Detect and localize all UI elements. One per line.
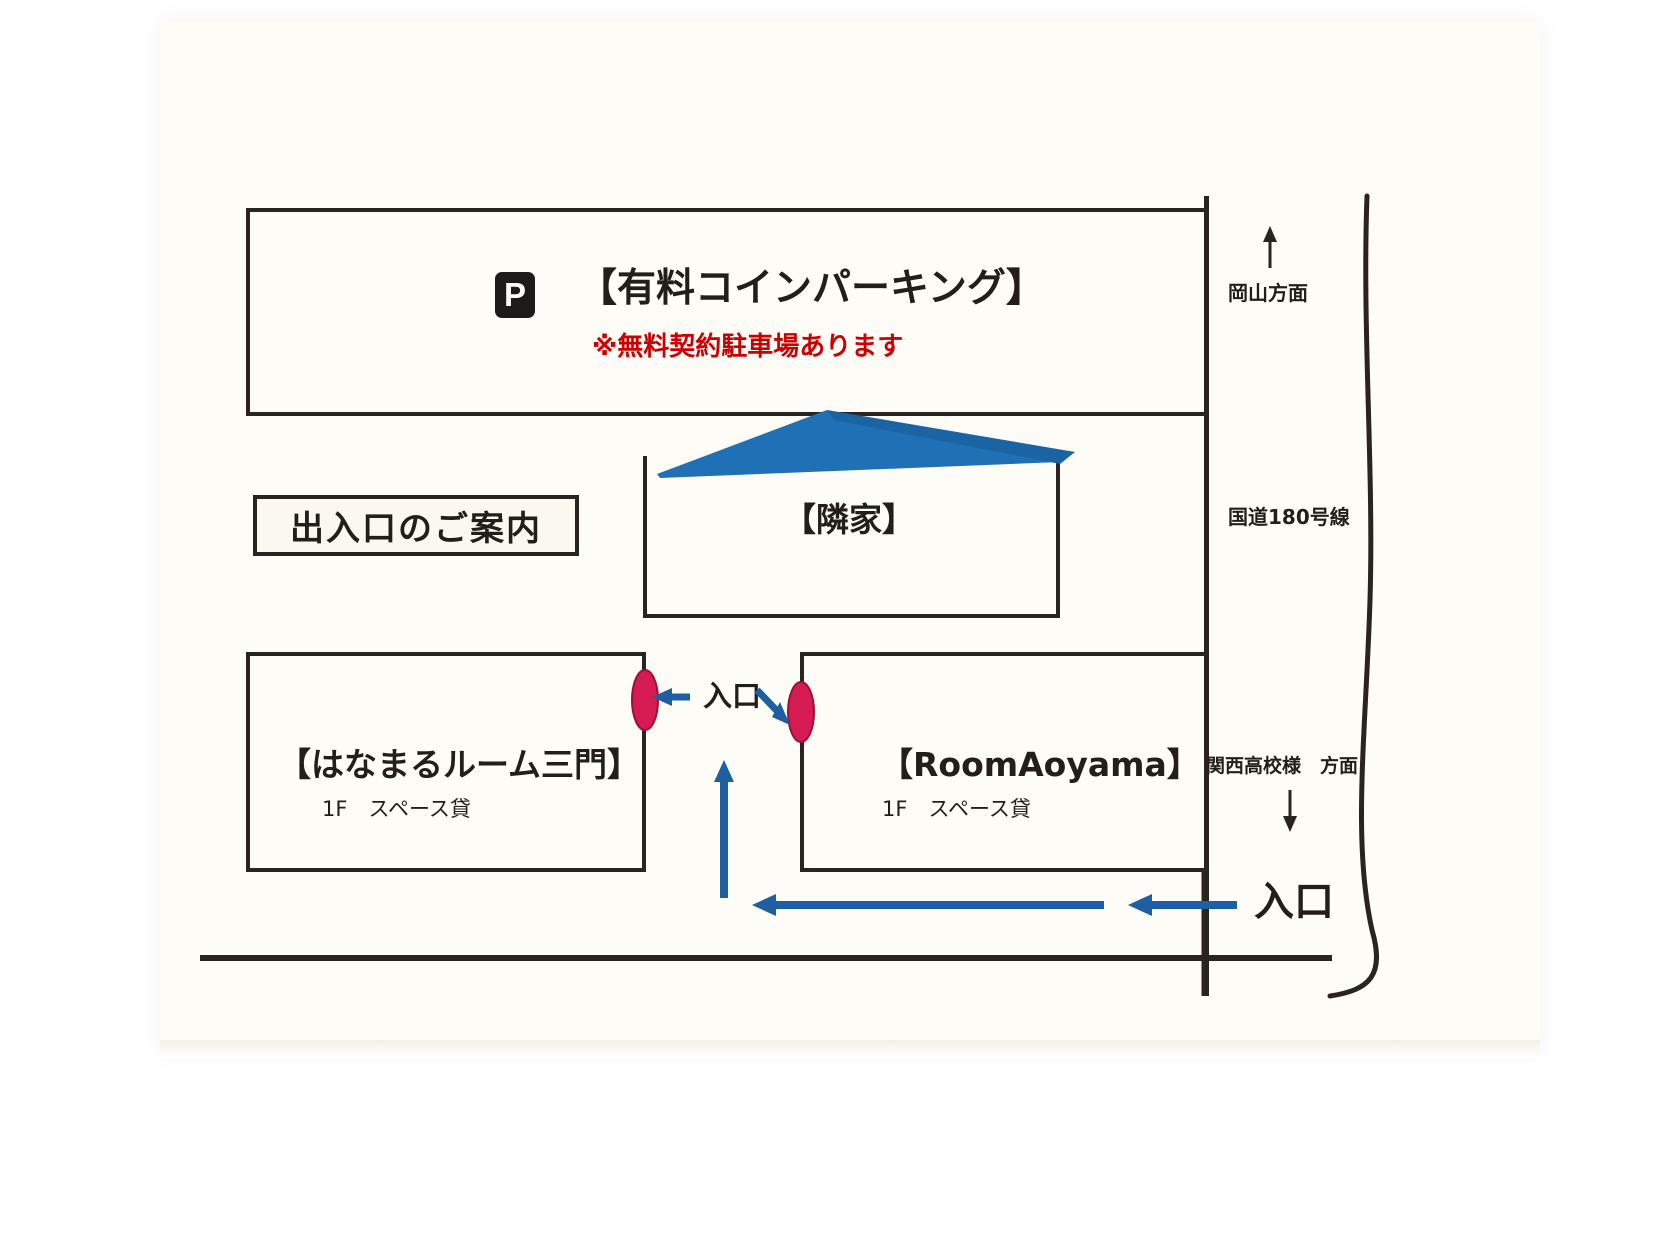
left-building-right-edge (642, 652, 646, 872)
left-building-top-edge (246, 652, 646, 656)
right-building-sub: 1F スペース貸 (882, 797, 1031, 821)
right-building-left-edge (800, 652, 804, 872)
left-building-left-edge (246, 652, 250, 872)
direction-north-label: 岡山方面 (1228, 281, 1308, 305)
neighbor-box-right-edge (1056, 456, 1060, 618)
guide-heading-box: 出入口のご案内 (253, 495, 579, 556)
neighbor-label: 【隣家】 (783, 500, 915, 539)
road-name-label: 国道180号線 (1228, 505, 1350, 529)
neighbor-box-bottom-edge (643, 614, 1060, 618)
road-left-kerb (1204, 196, 1209, 996)
parking-box-top-edge (246, 208, 1208, 212)
right-building-name: 【RoomAoyama】 (880, 745, 1200, 784)
parking-p-icon: P (495, 272, 535, 318)
direction-south-label: 関西高校様 方面 (1206, 755, 1359, 777)
parking-box-left-edge (246, 208, 250, 416)
paper-bottom-edge (160, 1040, 1540, 1058)
parking-box-bottom-edge (246, 412, 1208, 416)
parking-title: 【有料コインパーキング】 (578, 266, 1045, 311)
right-building-top-edge (800, 652, 1208, 656)
left-building-sub: 1F スペース貸 (322, 797, 471, 821)
left-building-name: 【はなまるルーム三門】 (278, 745, 641, 784)
guide-heading-text: 出入口のご案内 (290, 509, 542, 549)
neighbor-box-left-edge (643, 456, 647, 618)
parking-free-note: ※無料契約駐車場あります (592, 332, 904, 362)
left-building-bottom-edge (246, 868, 646, 872)
entrance-label-middle: 入口 (703, 679, 762, 713)
right-building-bottom-edge (800, 868, 1208, 872)
entrance-label-road: 入口 (1254, 879, 1334, 925)
